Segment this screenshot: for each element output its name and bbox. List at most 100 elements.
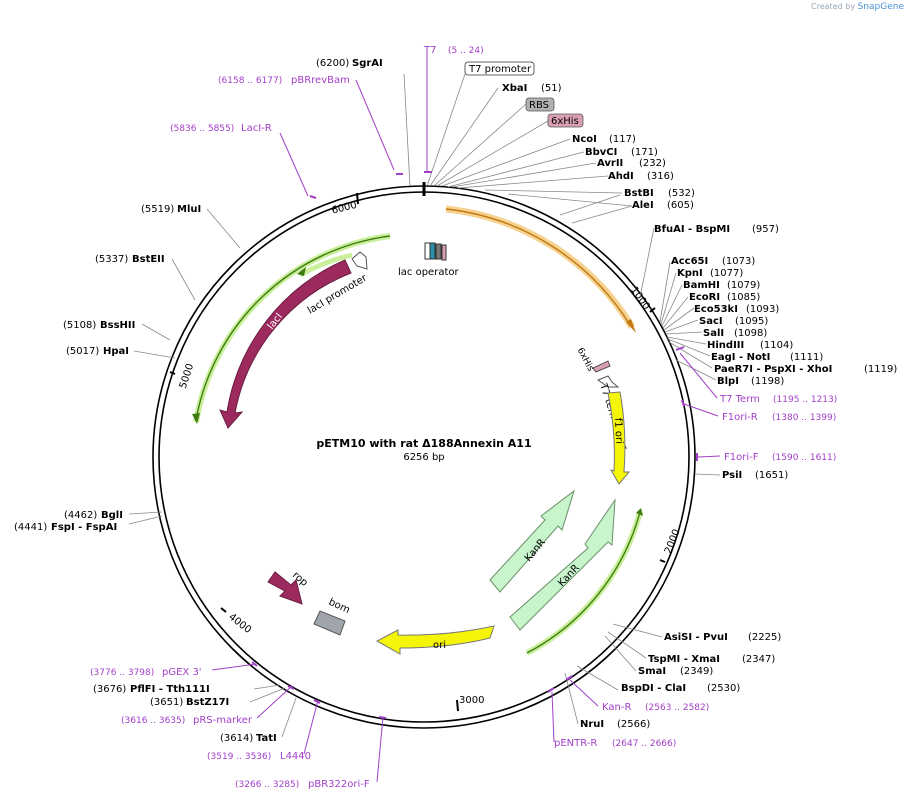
cds-region-line xyxy=(445,208,631,326)
primer-leader-lines xyxy=(211,50,721,783)
laci-promoter-arrow xyxy=(351,251,368,270)
lac-operator-label: lac operator xyxy=(398,267,459,278)
site-pos: (2347) xyxy=(742,654,775,665)
t7-box xyxy=(429,242,436,260)
primer-name: T7 xyxy=(423,45,436,56)
laci-arrow xyxy=(219,259,352,429)
tick-3000: 3000 xyxy=(456,695,484,712)
tick-label: 1000 xyxy=(628,285,652,312)
snapgene-logo: SnapGene xyxy=(857,2,904,12)
primer-name: pBR322ori-F xyxy=(308,779,370,790)
primer-name: pGEX 3' xyxy=(162,667,202,678)
primer-range: (3519 .. 3536) xyxy=(207,752,271,762)
t7-promoter-box xyxy=(464,61,535,76)
site-name: EagI - NotI xyxy=(711,352,770,363)
site-name: Acc65I xyxy=(671,256,708,267)
primer-range: (2647 .. 2666) xyxy=(612,739,676,749)
primer-name: F1ori-R xyxy=(722,412,758,423)
his-tag-arrow xyxy=(592,360,611,373)
site-name: SmaI xyxy=(638,666,666,677)
t7-terminator-arrow xyxy=(596,375,620,388)
site-pos: (2225) xyxy=(748,632,781,643)
primer-name: pENTR-R xyxy=(554,738,597,749)
site-name: BfuAI - BspMI xyxy=(654,224,730,235)
bom-box xyxy=(313,610,346,636)
primer-name: LacI-R xyxy=(241,123,272,134)
f1-ori-label: f1 ori xyxy=(612,418,624,445)
site-name: AleI xyxy=(632,200,654,211)
primer-marks xyxy=(251,171,698,719)
site-name: PsiI xyxy=(722,470,742,481)
site-pos: (957) xyxy=(752,224,779,235)
site-name: BglI xyxy=(101,510,123,521)
site-pos: (51) xyxy=(541,83,562,94)
site-pos: (117) xyxy=(609,134,636,145)
site-name: AsiSI - PvuI xyxy=(664,632,728,643)
boxed-features: T7 promoter RBS 6xHis xyxy=(464,61,584,128)
ori-label: ori xyxy=(433,640,446,651)
site-pos: (1198) xyxy=(751,376,784,387)
site-name: FspI - FspAI xyxy=(51,522,117,533)
primer-range: (6158 .. 6177) xyxy=(218,76,282,86)
primer-name: Kan-R xyxy=(602,702,631,713)
primer-name: L4440 xyxy=(280,751,311,762)
site-name: MluI xyxy=(177,204,201,215)
site-name: TatI xyxy=(256,733,277,744)
primer-range: (3616 .. 3635) xyxy=(121,716,185,726)
site-name: HpaI xyxy=(103,346,129,357)
tick-6000: 6000 xyxy=(331,192,359,217)
primer-range: (5836 .. 5855) xyxy=(170,124,234,134)
plasmid-name: pETM10 with rat Δ188Annexin A11 xyxy=(316,437,531,450)
laci-region-arrowhead xyxy=(192,413,200,424)
site-pos: (2349) xyxy=(680,666,713,677)
site-pos: (1104) xyxy=(760,340,793,351)
restriction-site-labels: (6200) SgrAI XbaI (51) NcoI (117) BbvCI … xyxy=(14,58,897,744)
rbs-label-box xyxy=(525,97,555,112)
site-name: KpnI xyxy=(677,268,703,279)
site-pos: (6200) xyxy=(316,58,349,69)
site-pos: (3676) xyxy=(93,684,126,695)
his-tag-label: 6xHis xyxy=(575,346,596,373)
site-pos: (5519) xyxy=(141,204,174,215)
rbs-box xyxy=(435,243,442,260)
plasmid-length: 6256 bp xyxy=(403,452,444,463)
primer-range: (5 .. 24) xyxy=(448,46,484,56)
f1-ori-arrow xyxy=(607,391,631,485)
tick-label: 3000 xyxy=(459,695,484,706)
site-name: PflFI - Tth111I xyxy=(130,684,210,695)
bom-label: bom xyxy=(327,597,352,616)
site-pos: (532) xyxy=(668,188,695,199)
site-pos: (1077) xyxy=(710,268,743,279)
site-name: BamHI xyxy=(683,280,720,291)
site-pos: (316) xyxy=(647,171,674,182)
boxed-feature-label: 6xHis xyxy=(551,116,579,127)
site-name: SalI xyxy=(703,328,724,339)
site-pos: (3614) xyxy=(220,733,253,744)
site-pos: (232) xyxy=(639,158,666,169)
tick-label: 2000 xyxy=(663,528,683,556)
site-name: EcoRI xyxy=(689,292,720,303)
site-name: BlpI xyxy=(717,376,739,387)
site-name: SgrAI xyxy=(352,58,383,69)
site-name: BstZ17I xyxy=(186,697,229,708)
site-pos: (5337) xyxy=(95,254,128,265)
tick-5000: 5000 xyxy=(169,362,196,390)
tick-label: 4000 xyxy=(226,612,253,636)
site-name: HindIII xyxy=(707,340,744,351)
tick-label: 6000 xyxy=(331,200,358,217)
site-name: BspDI - ClaI xyxy=(621,683,686,694)
site-name: SacI xyxy=(699,316,723,327)
site-pos: (171) xyxy=(631,147,658,158)
site-name: BstEII xyxy=(132,254,165,265)
site-pos: (1073) xyxy=(722,256,755,267)
site-pos: (1651) xyxy=(755,470,788,481)
kanr-arrow-2 xyxy=(509,498,616,631)
primer-range: (1195 .. 1213) xyxy=(773,395,837,405)
site-pos: (1079) xyxy=(727,280,760,291)
site-pos: (4462) xyxy=(64,510,97,521)
site-pos: (1098) xyxy=(734,328,767,339)
site-pos: (605) xyxy=(667,200,694,211)
leader-lines xyxy=(128,73,721,738)
primer-range: (3266 .. 3285) xyxy=(235,780,299,790)
